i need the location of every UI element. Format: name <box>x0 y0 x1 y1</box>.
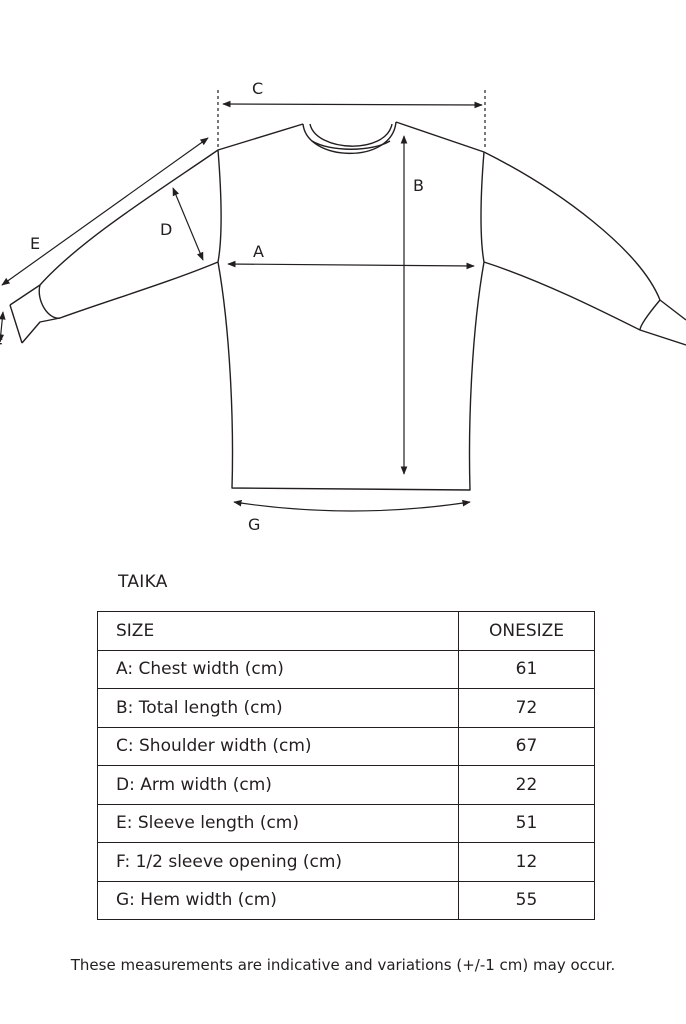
product-name: TAIKA <box>118 572 168 592</box>
row-value: 22 <box>458 765 595 805</box>
row-value: 61 <box>458 649 595 689</box>
table-row: C: Shoulder width (cm) 67 <box>97 726 595 766</box>
table-row: E: Sleeve length (cm) 51 <box>97 803 595 843</box>
arrow-a <box>227 260 475 270</box>
header-onesize: ONESIZE <box>458 611 595 651</box>
row-label: B: Total length (cm) <box>97 688 459 728</box>
row-value: 55 <box>458 880 595 920</box>
disclaimer-note: These measurements are indicative and va… <box>70 956 616 974</box>
sweater-outline <box>9 121 686 491</box>
table-row: D: Arm width (cm) 22 <box>97 765 595 805</box>
table-row: A: Chest width (cm) 61 <box>97 649 595 689</box>
row-value: 12 <box>458 842 595 882</box>
row-value: 72 <box>458 688 595 728</box>
dimension-labels: A B C D E F G <box>0 79 424 534</box>
row-label: G: Hem width (cm) <box>97 880 459 920</box>
table-row: F: 1/2 sleeve opening (cm) 12 <box>97 842 595 882</box>
row-value: 51 <box>458 803 595 843</box>
table-row: G: Hem width (cm) 55 <box>97 880 595 920</box>
label-e: E <box>30 234 40 253</box>
label-d: D <box>160 220 172 239</box>
arrow-g <box>233 499 471 512</box>
row-label: F: 1/2 sleeve opening (cm) <box>97 842 459 882</box>
arrow-d <box>172 187 204 261</box>
arrow-e <box>1 137 209 286</box>
label-f: F <box>0 335 3 354</box>
label-c: C <box>252 79 263 98</box>
row-label: E: Sleeve length (cm) <box>97 803 459 843</box>
sweater-diagram: A B C D E F G <box>0 79 686 534</box>
row-value: 67 <box>458 726 595 766</box>
label-g: G <box>248 515 260 534</box>
size-table: SIZE ONESIZE A: Chest width (cm) 61 B: T… <box>97 611 595 920</box>
row-label: C: Shoulder width (cm) <box>97 726 459 766</box>
table-header-row: SIZE ONESIZE <box>97 611 595 651</box>
label-a: A <box>253 242 264 261</box>
arrow-f <box>0 311 6 343</box>
arrow-c <box>222 100 483 109</box>
measurement-guides <box>0 90 486 512</box>
table-row: B: Total length (cm) 72 <box>97 688 595 728</box>
row-label: A: Chest width (cm) <box>97 649 459 689</box>
label-b: B <box>413 176 424 195</box>
row-label: D: Arm width (cm) <box>97 765 459 805</box>
header-size: SIZE <box>97 611 459 651</box>
